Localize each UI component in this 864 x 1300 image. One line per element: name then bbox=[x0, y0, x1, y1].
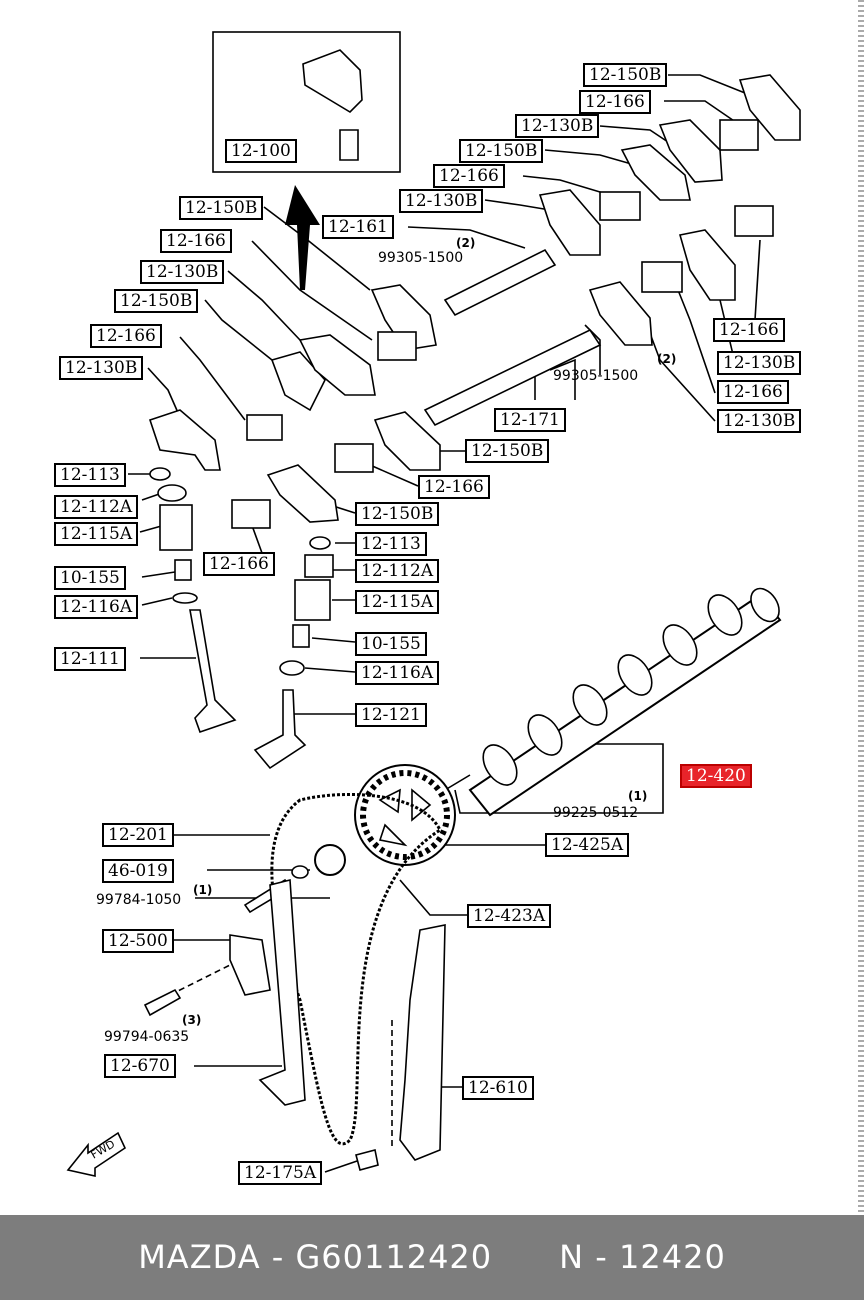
label-12-100[interactable]: 12-100 bbox=[225, 139, 297, 163]
label-12-150b[interactable]: 12-150B bbox=[179, 196, 264, 220]
label-12-175a[interactable]: 12-175A bbox=[238, 1161, 323, 1185]
label-12-201[interactable]: 12-201 bbox=[102, 823, 174, 847]
label-12-130b[interactable]: 12-130B bbox=[717, 351, 802, 375]
label-12-150b[interactable]: 12-150B bbox=[465, 439, 550, 463]
label-12-150b[interactable]: 12-150B bbox=[114, 289, 199, 313]
label-12-130b[interactable]: 12-130B bbox=[515, 114, 600, 138]
label-12-166[interactable]: 12-166 bbox=[418, 475, 490, 499]
label-12-166[interactable]: 12-166 bbox=[433, 164, 505, 188]
label-12-150b[interactable]: 12-150B bbox=[583, 63, 668, 87]
label-12-161[interactable]: 12-161 bbox=[322, 215, 394, 239]
part-99784-1050[interactable]: 99784-1050 bbox=[96, 892, 182, 908]
label-12-425a[interactable]: 12-425A bbox=[545, 833, 630, 857]
parts-diagram bbox=[66, 31, 801, 1177]
footer-part-number: G60112420 bbox=[295, 1238, 493, 1276]
part-99225-0512[interactable]: 99225-0512 bbox=[553, 805, 639, 821]
label-12-116a[interactable]: 12-116A bbox=[355, 661, 440, 685]
label-12-166[interactable]: 12-166 bbox=[203, 552, 275, 576]
part-99794-0635[interactable]: 99794-0635 bbox=[104, 1029, 190, 1045]
footer-ref: N - 12420 bbox=[559, 1238, 726, 1276]
qty-99305-1500: (2) bbox=[456, 236, 476, 250]
footer-bar: MAZDA - G60112420 N - 12420 bbox=[0, 1215, 864, 1300]
label-12-130b[interactable]: 12-130B bbox=[140, 260, 225, 284]
part-99305-1500[interactable]: 99305-1500 bbox=[378, 250, 464, 266]
label-12-113[interactable]: 12-113 bbox=[355, 532, 427, 556]
label-12-113[interactable]: 12-113 bbox=[54, 463, 126, 487]
label-12-423a[interactable]: 12-423A bbox=[467, 904, 552, 928]
label-12-130b[interactable]: 12-130B bbox=[717, 409, 802, 433]
footer-brand: MAZDA bbox=[138, 1238, 261, 1276]
label-12-112a[interactable]: 12-112A bbox=[54, 495, 139, 519]
label-12-166[interactable]: 12-166 bbox=[717, 380, 789, 404]
label-46-019[interactable]: 46-019 bbox=[102, 859, 174, 883]
label-12-130b[interactable]: 12-130B bbox=[399, 189, 484, 213]
qty-99225-0512: (1) bbox=[628, 789, 648, 803]
part-99305-1500[interactable]: 99305-1500 bbox=[553, 368, 639, 384]
label-12-130b[interactable]: 12-130B bbox=[59, 356, 144, 380]
label-12-166[interactable]: 12-166 bbox=[713, 318, 785, 342]
label-12-150b[interactable]: 12-150B bbox=[459, 139, 544, 163]
label-12-171[interactable]: 12-171 bbox=[494, 408, 566, 432]
label-10-155[interactable]: 10-155 bbox=[54, 566, 126, 590]
label-10-155[interactable]: 10-155 bbox=[355, 632, 427, 656]
label-12-610[interactable]: 12-610 bbox=[462, 1076, 534, 1100]
qty-99784-1050: (1) bbox=[193, 883, 213, 897]
qty-99794-0635: (3) bbox=[182, 1013, 202, 1027]
inset-box bbox=[212, 31, 401, 173]
label-12-670[interactable]: 12-670 bbox=[104, 1054, 176, 1078]
label-12-121[interactable]: 12-121 bbox=[355, 703, 427, 727]
label-12-166[interactable]: 12-166 bbox=[160, 229, 232, 253]
label-12-150b[interactable]: 12-150B bbox=[355, 502, 440, 526]
scan-edge bbox=[858, 0, 864, 1215]
label-12-166[interactable]: 12-166 bbox=[579, 90, 651, 114]
qty-99305-1500: (2) bbox=[657, 352, 677, 366]
label-12-420-highlighted[interactable]: 12-420 bbox=[680, 764, 752, 788]
label-12-166[interactable]: 12-166 bbox=[90, 324, 162, 348]
label-12-112a[interactable]: 12-112A bbox=[355, 559, 440, 583]
label-12-115a[interactable]: 12-115A bbox=[355, 590, 440, 614]
label-12-116a[interactable]: 12-116A bbox=[54, 595, 139, 619]
label-12-500[interactable]: 12-500 bbox=[102, 929, 174, 953]
label-12-115a[interactable]: 12-115A bbox=[54, 522, 139, 546]
label-12-111[interactable]: 12-111 bbox=[54, 647, 126, 671]
